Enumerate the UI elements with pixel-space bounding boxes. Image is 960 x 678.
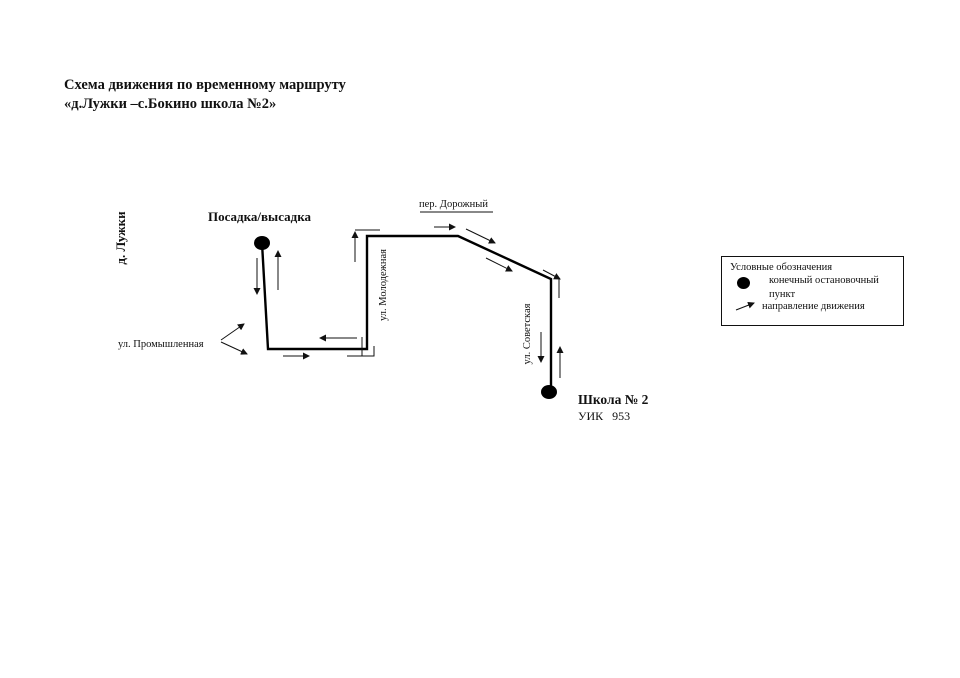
legend-title: Условные обозначения (730, 262, 833, 273)
legend-direction-arrow-icon (735, 301, 755, 311)
street-molodezhnaya-label: ул. Молодежная (378, 249, 389, 321)
title-line-2: «д.Лужки –с.Бокино школа №2» (64, 96, 277, 112)
legend-terminal-stop-icon (737, 277, 750, 289)
boarding-label: Посадка/высадка (208, 209, 311, 224)
street-promyshlennaya-label: ул. Промышленная (118, 339, 204, 350)
diagram-title: Схема движения по временному маршруту «д… (64, 76, 346, 114)
terminal-stop-luzhki (254, 236, 270, 250)
terminal-stop-school (541, 385, 557, 399)
direction-arrow-diag-2 (485, 257, 513, 272)
route-line (260, 234, 553, 392)
direction-arrow-diag-1 (465, 228, 496, 244)
legend-direction-label: направление движения (762, 301, 865, 312)
legend-box: Условные обозначения конечный остановочн… (721, 256, 904, 326)
pointer-arrow-promyshlennaya-1 (220, 323, 245, 341)
pointer-arrow-promyshlennaya-2 (220, 341, 248, 355)
direction-bracket-2 (347, 346, 375, 357)
street-sovetskaya-label: ул. Советская (522, 303, 533, 364)
school-label: Школа № 2 (578, 392, 649, 407)
legend-terminal-stop-label: конечный остановочный пункт (769, 275, 879, 300)
lane-dorozhny-label: пер. Дорожный (419, 199, 488, 210)
direction-arrow-diag-3 (542, 269, 561, 280)
polling-station-label: УИК 953 (578, 409, 630, 423)
village-label: д. Лужки (113, 211, 128, 265)
title-line-1: Схема движения по временному маршруту (64, 77, 346, 93)
